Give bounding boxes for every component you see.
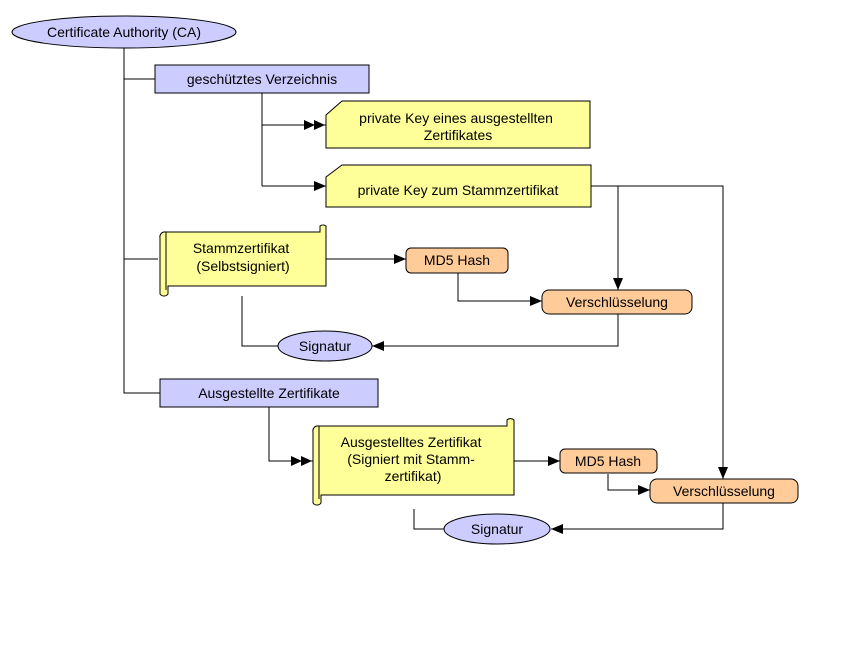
link-root-cert-to-signature-1 (241, 296, 278, 347)
arrow-key-to-encryption-2 (618, 185, 728, 479)
root-certificate-line-1: Stammzertifikat (193, 240, 290, 256)
arrow-encryption-to-signature-2 (551, 503, 724, 534)
issued-certificates-label: Ausgestellte Zertifikate (198, 385, 340, 401)
root-certificate-node: Stammzertifikat (Selbstsigniert) (159, 224, 327, 297)
signature-1-node: Signatur (277, 330, 373, 362)
arrow-issued-list-to-cert (268, 407, 313, 466)
ca-label: Certificate Authority (CA) (47, 24, 201, 40)
private-key-issued-line-2: Zertifikates (424, 127, 492, 143)
arrow-hash-to-encryption-2 (607, 474, 650, 495)
md5-hash-2-node: MD5 Hash (559, 448, 658, 474)
encryption-2-label: Verschlüsselung (673, 483, 775, 499)
signature-2-label: Signatur (471, 521, 523, 537)
issued-certificate-label: Ausgestelltes Zertifikat (Signiert mit S… (341, 434, 486, 484)
private-key-issued-label: private Key eines ausgestellten Zertifik… (359, 110, 557, 143)
protected-directory-label: geschütztes Verzeichnis (187, 71, 337, 87)
encryption-1-label: Verschlüsselung (566, 294, 668, 310)
issued-certificate-line-1: Ausgestelltes Zertifikat (341, 434, 482, 450)
encryption-1-node: Verschlüsselung (541, 289, 693, 315)
issued-certificate-line-2: (Signiert mit Stamm- (347, 451, 475, 467)
private-key-root-node: private Key zum Stammzertifikat (325, 164, 592, 208)
private-key-issued-line-1: private Key eines ausgestellten (359, 110, 553, 126)
md5-hash-1-label: MD5 Hash (424, 252, 490, 268)
issued-certificate-node: Ausgestelltes Zertifikat (Signiert mit S… (312, 418, 515, 506)
arrow-key-to-encryption-1 (591, 185, 623, 290)
link-issued-cert-to-signature-2 (413, 509, 444, 530)
arrow-encryption-to-signature-1 (372, 314, 619, 351)
protected-directory-node: geschütztes Verzeichnis (154, 64, 370, 94)
root-certificate-label: Stammzertifikat (Selbstsigniert) (193, 240, 293, 274)
signature-2-node: Signatur (443, 513, 551, 545)
md5-hash-1-node: MD5 Hash (405, 247, 509, 274)
ca-node: Certificate Authority (CA) (11, 15, 237, 49)
encryption-2-node: Verschlüsselung (649, 478, 799, 504)
private-key-root-label: private Key zum Stammzertifikat (358, 182, 559, 198)
md5-hash-2-label: MD5 Hash (575, 453, 641, 469)
trunk-line (123, 48, 160, 394)
issued-certificates-node: Ausgestellte Zertifikate (159, 378, 379, 408)
connectors (123, 48, 728, 534)
private-key-issued-node: private Key eines ausgestellten Zertifik… (325, 100, 591, 149)
arrow-hash-to-encryption-1 (457, 273, 542, 306)
root-certificate-line-2: (Selbstsigniert) (196, 258, 289, 274)
signature-1-label: Signatur (299, 338, 351, 354)
issued-certificate-line-3: zertifikat) (385, 468, 442, 484)
